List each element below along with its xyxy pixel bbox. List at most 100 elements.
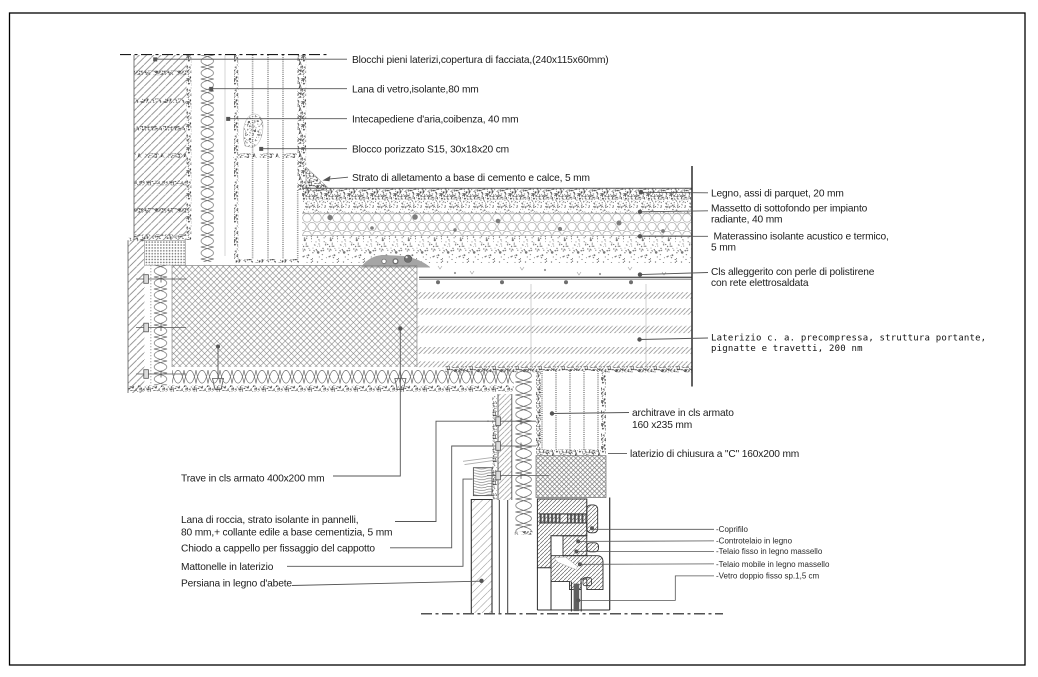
lintel-bed-joint	[536, 449, 606, 456]
rock-wool-cap	[514, 531, 533, 535]
rock-wool-strip	[153, 265, 168, 386]
shutter-guide-lines	[498, 500, 509, 613]
leader-vetro-doppio	[576, 575, 714, 603]
label-lana-roccia-1: Lana di roccia, strato isolante in panne…	[181, 515, 358, 526]
facade-step-joint	[128, 237, 145, 242]
leader-lana-di-roccia	[395, 420, 489, 522]
exterior-wall-upper	[133, 55, 332, 263]
leader-lana-di-vetro	[209, 86, 347, 91]
label-vetro-doppio: -Vetro doppio fisso sp.1,5 cm	[716, 572, 820, 581]
lightweight-concrete-layer	[302, 235, 692, 263]
leader-intercapedine	[226, 116, 347, 121]
rock-wool-lintel-strip	[514, 369, 533, 532]
labels: Blocchi pieni laterizi,copertura di facc…	[181, 55, 986, 590]
label-blocco-porizzato: Blocco porizzato S15, 30x18x20 cm	[352, 144, 509, 155]
closure-clay-block	[535, 455, 607, 498]
label-laterizio-slab-1: Laterizio c. a. precompressa, struttura …	[711, 333, 986, 343]
section-cut-lines	[120, 54, 723, 615]
label-cls-2: con rete elettrosaldata	[711, 278, 809, 289]
acoustic-mat-layer	[302, 213, 692, 236]
beam-crosshatch	[172, 265, 417, 367]
tile-header-block	[472, 467, 493, 497]
window-lintel-zone	[462, 369, 607, 613]
fixed-frame	[562, 535, 599, 557]
leader-persiana	[291, 578, 484, 586]
label-trave: Trave in cls armato 400x200 mm	[181, 474, 324, 485]
label-blocchi-pieni: Blocchi pieni laterizi,copertura di facc…	[352, 55, 609, 66]
polystyrene-pearls-mound	[360, 254, 431, 268]
label-telaio-mobile: -Telaio mobile in legno massello	[716, 560, 830, 569]
brick-inner-joint-strip	[186, 55, 192, 240]
coprifilo-trim	[586, 504, 599, 534]
window-frame	[536, 497, 611, 612]
leader-laterizio-slab	[637, 337, 709, 342]
leader-blocchi-pieni	[153, 57, 347, 62]
beam-edges	[171, 265, 418, 367]
label-laterizio-chiusura: laterizio di chiusura a "C" 160x200 mm	[630, 449, 799, 460]
tile-adhesive-strip	[492, 396, 497, 500]
slab-joint-lines	[530, 284, 647, 366]
mat-dark-spots	[327, 214, 665, 233]
block-bed-joint	[233, 153, 306, 158]
screed-layer	[302, 199, 692, 213]
label-architrave-1: architrave in cls armato	[632, 408, 734, 419]
leader-mattonelle	[287, 478, 473, 567]
label-massetto-1: Massetto di sottofondo per impianto	[711, 203, 868, 214]
glazing-bead	[582, 577, 592, 587]
parquet-layer	[302, 188, 692, 200]
leader-lines	[153, 57, 715, 603]
leader-controtelaio	[576, 539, 715, 544]
concrete-lintel	[536, 371, 606, 450]
slab-hollow-block-courses	[417, 292, 692, 368]
leader-architrave	[549, 411, 630, 416]
frame-gap-channel	[553, 556, 578, 570]
leader-telaio-mobile	[577, 562, 715, 567]
leader-strato-allettamento	[322, 175, 349, 182]
leader-legno-parquet	[638, 190, 709, 195]
brick-course-block	[144, 240, 186, 266]
label-cls-1: Cls alleggerito con perle di polistirene	[711, 267, 875, 278]
page-border	[8, 12, 1026, 666]
mortar-joints	[134, 70, 187, 239]
label-materassino-2: 5 mm	[711, 243, 736, 254]
label-persiana: Persiana in legno d'abete	[181, 579, 292, 590]
leader-telaio-fisso	[574, 549, 714, 554]
label-architrave-2: 160 x235 mm	[632, 420, 692, 431]
white-band-marks	[437, 265, 667, 276]
double-glazing	[570, 581, 582, 612]
label-lana-roccia-2: 80 mm,+ collante edile a base cementizia…	[181, 527, 392, 538]
leader-trave	[333, 326, 403, 477]
floor-assembly	[302, 166, 693, 387]
leader-chiodo	[390, 445, 494, 549]
label-intercapedine: Intecapediene d'aria,coibenza, 40 mm	[352, 114, 518, 125]
frame-bottom-rail	[536, 497, 611, 611]
label-legno-parquet: Legno, assi di parquet, 20 mm	[711, 188, 844, 199]
label-lana-di-vetro: Lana di vetro,isolante,80 mm	[352, 84, 479, 95]
concrete-beam	[171, 265, 418, 390]
label-mattonelle: Mattonelle in laterizio	[181, 562, 274, 573]
label-laterizio-slab-2: pignatte e travetti, 200 nm	[711, 344, 863, 354]
exterior-wall-lower	[127, 237, 514, 393]
leader-coprifilo	[590, 526, 714, 531]
welded-mesh	[419, 276, 692, 285]
label-strato-allettamento: Strato di alletamento a base di cemento …	[352, 173, 590, 184]
label-chiodo: Chiodo a cappello per fissaggio del capp…	[181, 543, 375, 554]
ceiling-plaster-band	[445, 366, 692, 373]
render-band-under-beam	[128, 385, 514, 392]
facade-tile-strip	[128, 240, 145, 393]
label-telaio-fisso: -Telaio fisso in legno massello	[716, 547, 823, 556]
label-massetto-2: radiante, 40 mm	[711, 214, 782, 225]
wood-shutter	[470, 499, 493, 613]
flashing-lines	[462, 456, 499, 466]
leader-massetto	[637, 209, 709, 214]
label-coprifilo: -Coprifilo	[716, 525, 749, 534]
rock-wool-band-under-beam	[172, 369, 514, 384]
label-materassino-1: Materassino isolante acustico e termico,	[714, 232, 889, 243]
border-rect	[8, 12, 1026, 666]
leader-materassino	[637, 234, 708, 239]
mortar-blob	[243, 113, 264, 148]
leader-cls-alleggerito	[637, 272, 709, 277]
shutter-slat-band	[539, 513, 587, 524]
label-controtelaio: -Controtelaio in legno	[716, 537, 793, 546]
